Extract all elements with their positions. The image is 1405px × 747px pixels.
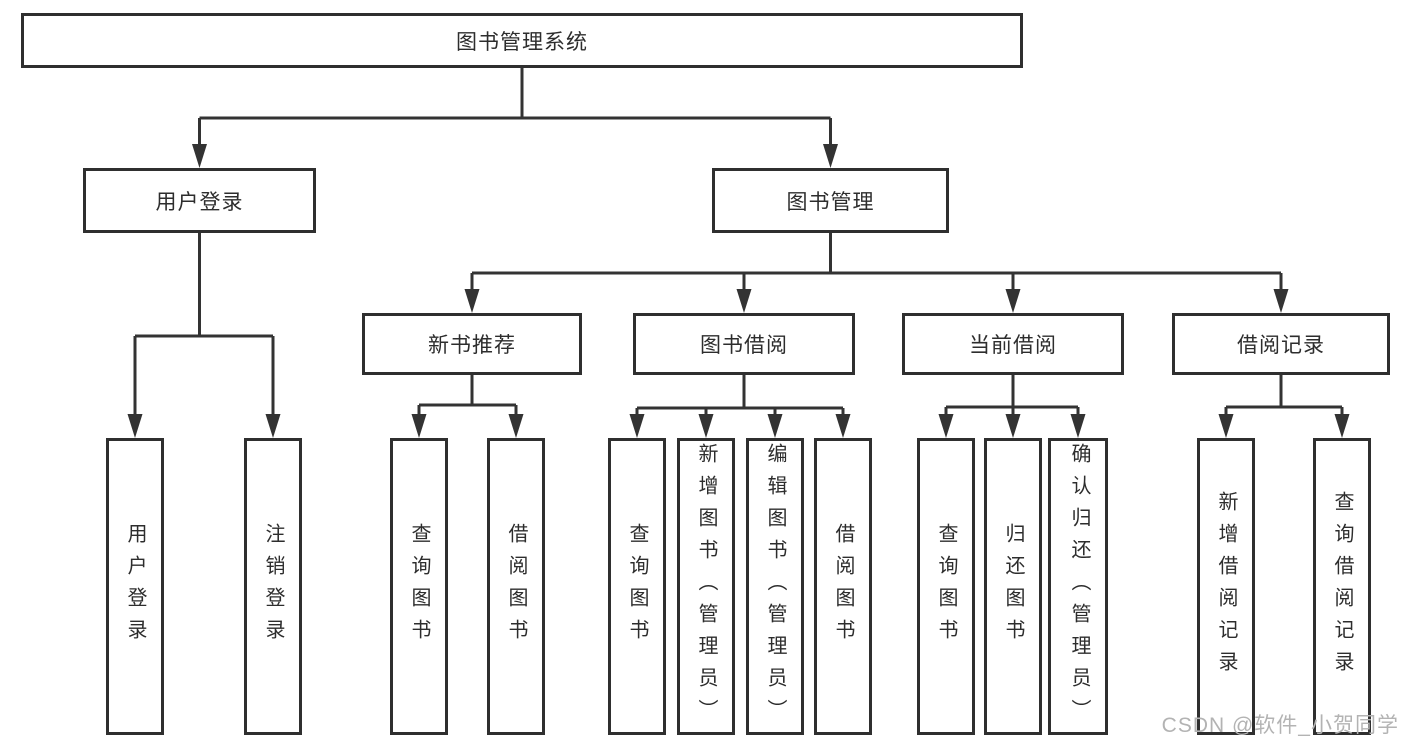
node-leaf-bb-borrow-book: 借阅图书	[814, 438, 872, 735]
node-leaf-rec-borrow-book: 借阅图书	[487, 438, 545, 735]
node-root: 图书管理系统	[21, 13, 1023, 68]
node-book-mgmt: 图书管理	[712, 168, 949, 233]
node-leaf-cb-query-book: 查询图书	[917, 438, 975, 735]
node-leaf-rec-query-book: 查询图书	[390, 438, 448, 735]
node-leaf-bb-query-book: 查询图书	[608, 438, 666, 735]
node-leaf-bb-add-book-admin: 新增图书（管理员）	[677, 438, 735, 735]
node-leaf-br-query-record: 查询借阅记录	[1313, 438, 1371, 735]
node-user-login: 用户登录	[83, 168, 316, 233]
node-book-borrow: 图书借阅	[633, 313, 855, 375]
node-borrow-record: 借阅记录	[1172, 313, 1390, 375]
node-leaf-user-login: 用户登录	[106, 438, 164, 735]
csdn-watermark: CSDN @软件_小贺同学	[1161, 714, 1399, 737]
node-leaf-cb-confirm-return-admin: 确认归还（管理员）	[1048, 438, 1108, 735]
node-leaf-br-add-record: 新增借阅记录	[1197, 438, 1255, 735]
node-current-borrow: 当前借阅	[902, 313, 1124, 375]
node-leaf-logout: 注销登录	[244, 438, 302, 735]
node-leaf-bb-edit-book-admin: 编辑图书（管理员）	[746, 438, 804, 735]
node-leaf-cb-return-book: 归还图书	[984, 438, 1042, 735]
node-new-book-rec: 新书推荐	[362, 313, 582, 375]
